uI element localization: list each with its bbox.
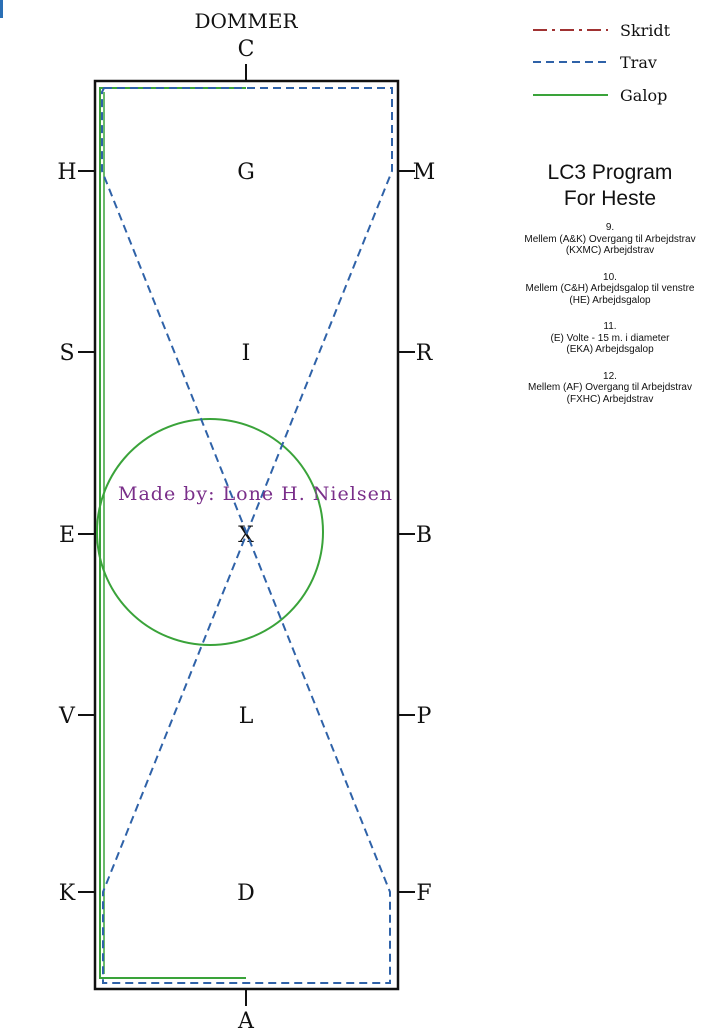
step-line2: (EKA) Arbejdsgalop	[566, 344, 654, 355]
legend-galop-label: Galop	[620, 86, 667, 105]
corner-mark	[0, 0, 3, 18]
letter-m: M	[413, 160, 436, 185]
judge-label: DOMMER	[194, 9, 298, 33]
letter-c: C	[238, 37, 255, 62]
program-title-line2: For Heste	[563, 187, 657, 210]
program-title: LC3 Program For Heste	[492, 160, 728, 212]
step-line1: Mellem (AF) Overgang til Arbejdstrav	[528, 382, 692, 393]
credit-text: Made by: Lone H. Nielsen	[118, 483, 393, 505]
letter-k: K	[59, 881, 76, 906]
letter-p: P	[417, 704, 432, 729]
letter-r: R	[416, 341, 434, 366]
arena-ticks	[78, 64, 415, 1006]
volte-circle	[96, 418, 324, 646]
letter-v: V	[58, 704, 76, 729]
letter-l: L	[239, 704, 254, 729]
step-number: 12.	[603, 370, 617, 382]
step-line1: Mellem (C&H) Arbejdsgalop til venstre	[525, 283, 695, 294]
letter-a: A	[237, 1009, 255, 1033]
program-panel: LC3 Program For Heste 9. Mellem (A&K) Ov…	[492, 160, 728, 420]
step-line1: (E) Volte - 15 m. i diameter	[550, 332, 670, 344]
step-line2: (HE) Arbejdsgalop	[569, 294, 651, 306]
program-step-12: 12. Mellem (AF) Overgang til Arbejdstrav…	[492, 371, 728, 406]
trot-path	[101, 87, 393, 984]
letter-i: I	[242, 341, 251, 366]
letter-s: S	[59, 341, 74, 366]
step-number: 9.	[605, 222, 615, 233]
letter-h: H	[57, 160, 76, 185]
program-step-9: 9. Mellem (A&K) Overgang til Arbejdstrav…	[492, 222, 728, 257]
legend-trav-label: Trav	[620, 53, 657, 72]
letter-e: E	[59, 523, 75, 548]
letter-f: F	[416, 881, 431, 906]
step-line1: Mellem (A&K) Overgang til Arbejdstrav	[524, 233, 696, 245]
step-number: 11.	[603, 321, 617, 332]
step-number: 10.	[603, 271, 617, 283]
legend-skridt-label: Skridt	[620, 21, 671, 40]
step-line2: (FXHC) Arbejdstrav	[566, 393, 654, 405]
letter-b: B	[416, 523, 432, 548]
legend: Skridt Trav Galop	[533, 21, 671, 105]
program-title-line1: LC3 Program	[547, 161, 673, 184]
letter-g: G	[237, 160, 255, 185]
letter-d: D	[237, 881, 255, 906]
program-step-11: 11. (E) Volte - 15 m. i diameter (EKA) A…	[492, 321, 728, 356]
step-line2: (KXMC) Arbejdstrav	[565, 245, 655, 256]
program-step-10: 10. Mellem (C&H) Arbejdsgalop til venstr…	[492, 272, 728, 307]
